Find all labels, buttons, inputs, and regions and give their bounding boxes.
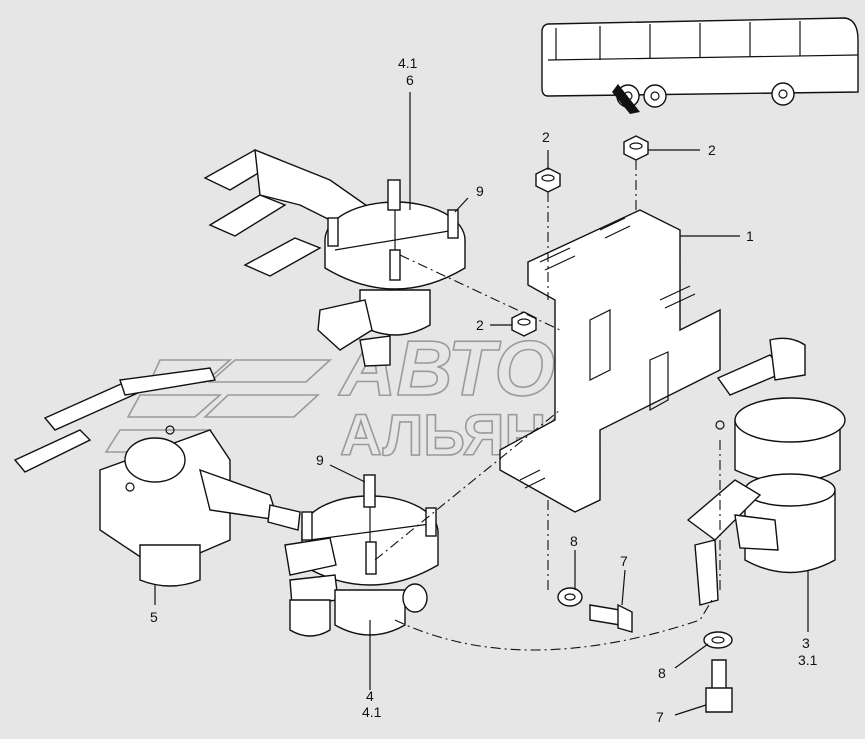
bus-illustration [541, 17, 859, 114]
callout-valve-lower-bottom: 4.1 [362, 704, 382, 720]
callout-valve-left: 5 [150, 609, 158, 625]
callout-washer-left: 8 [570, 533, 578, 549]
valve-left-assembly [13, 367, 301, 587]
callout-part-1: 1 [746, 228, 754, 244]
callout-dryer-top: 3 [802, 635, 810, 651]
watermark-line1: АВТО [338, 324, 555, 412]
callout-valve-upper-top: 4.1 [398, 55, 418, 71]
valve-upper-assembly [203, 148, 466, 367]
callout-bolt-left: 7 [620, 553, 628, 569]
callout-screw-upper: 9 [476, 183, 484, 199]
callout-bolt-right: 7 [656, 709, 664, 725]
washer-left [557, 587, 583, 607]
washer-right [703, 631, 733, 649]
callouts: 1 2 2 2 4.1 6 9 9 5 4 4.1 8 7 8 7 3 3.1 [150, 55, 818, 725]
bolt-left [589, 603, 633, 633]
leader-lines [154, 92, 809, 716]
valve-right-assembly [686, 337, 846, 606]
callout-dryer-bottom: 3.1 [798, 652, 818, 668]
nut-mid [511, 311, 537, 337]
bolt-right [705, 659, 733, 713]
valve-lower-assembly [284, 474, 439, 637]
callout-nut-mid: 2 [476, 317, 484, 333]
callout-screw-lower: 9 [316, 452, 324, 468]
watermark-logo [104, 359, 333, 453]
bracket-part-1 [499, 209, 721, 513]
nut-top-right [623, 135, 649, 161]
callout-nut-top: 2 [542, 129, 550, 145]
callout-valve-upper-bottom: 6 [406, 72, 414, 88]
nut-top [535, 167, 561, 193]
callout-nut-top-right: 2 [708, 142, 716, 158]
callout-valve-lower-top: 4 [366, 688, 374, 704]
callout-washer-right: 8 [658, 665, 666, 681]
connection-lines [374, 160, 721, 651]
